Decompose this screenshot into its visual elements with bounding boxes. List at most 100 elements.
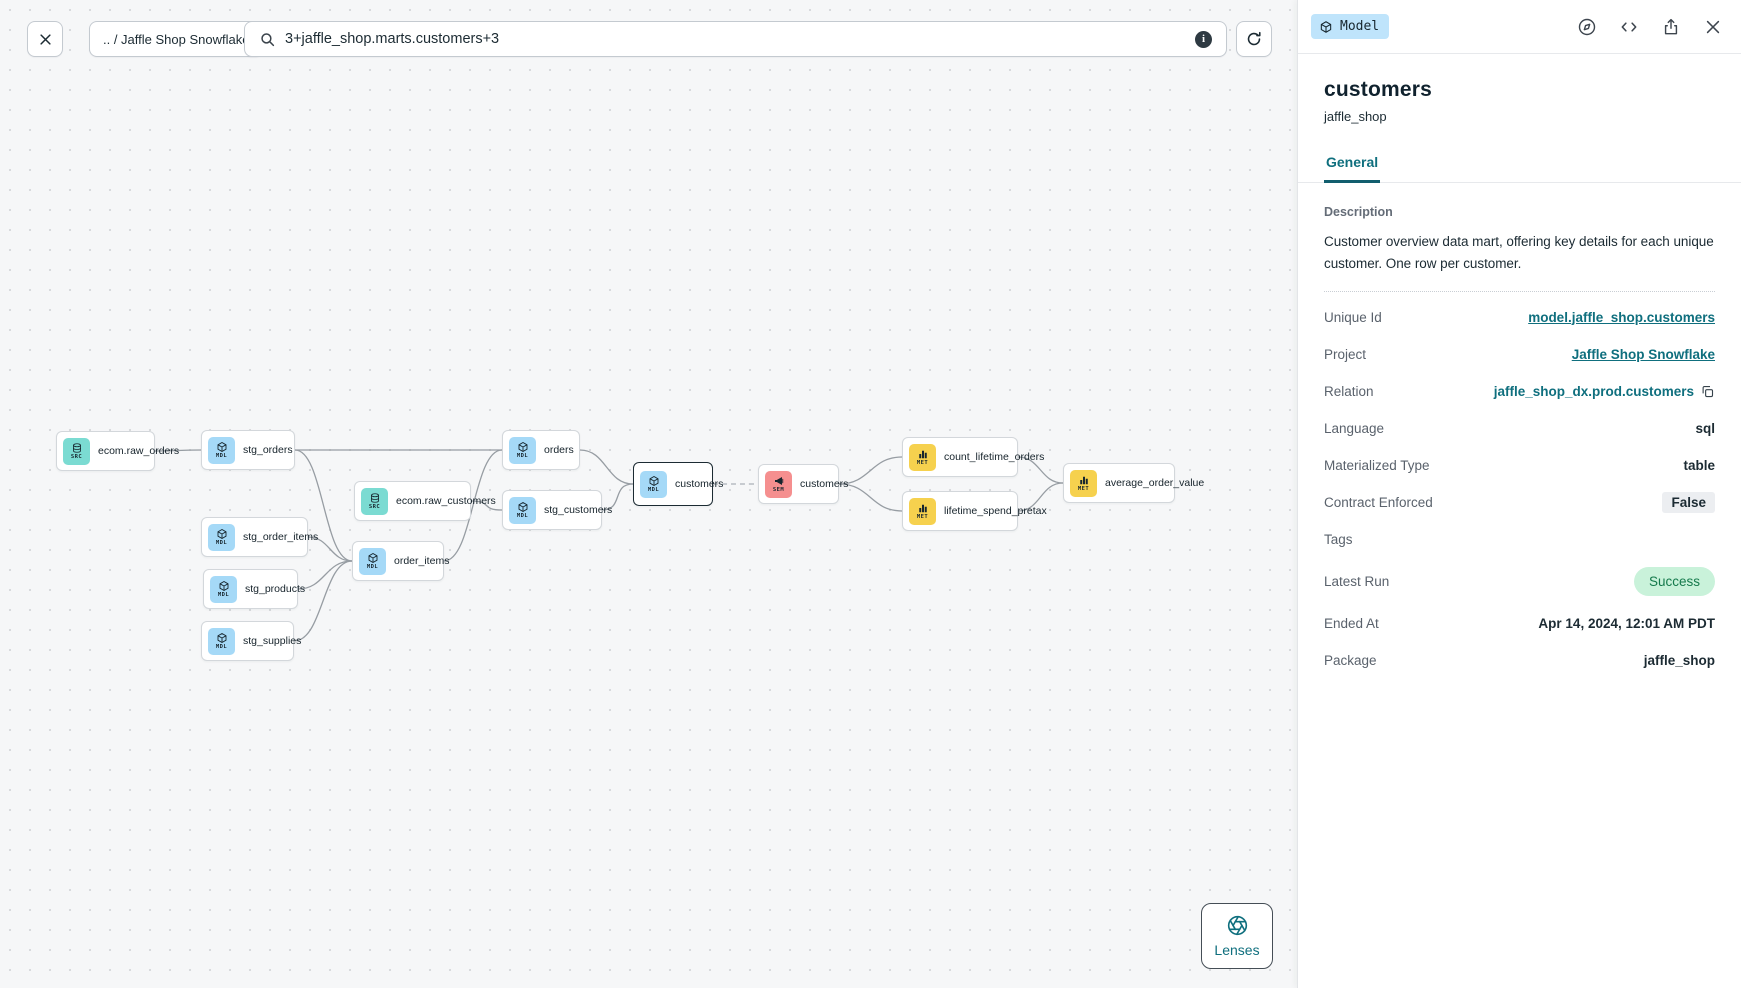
sem-node-icon: SEM — [765, 470, 792, 498]
dag-node-orders[interactable]: MDL orders — [502, 430, 580, 470]
resource-type-label: Model — [1340, 19, 1380, 34]
row-value-relation: jaffle_shop_dx.prod.customers — [1494, 384, 1715, 399]
met-node-icon: MET — [909, 497, 936, 525]
mdl-node-icon: MDL — [208, 436, 235, 464]
row-value-link[interactable]: model.jaffle_shop.customers — [1528, 309, 1715, 325]
row-label: Ended At — [1324, 615, 1379, 631]
row-value: table — [1683, 457, 1715, 473]
node-label: stg_supplies — [243, 635, 302, 647]
detail-row: Materialized Type table — [1324, 447, 1715, 484]
detail-row: Latest Run Success — [1324, 558, 1715, 605]
lineage-edges — [154, 449, 1064, 642]
panel-body: Description Customer overview data mart,… — [1298, 183, 1741, 679]
node-label: ecom.raw_orders — [98, 445, 180, 457]
dag-node-stg-orders[interactable]: MDL stg_orders — [201, 430, 295, 470]
src-node-icon: SRC — [361, 487, 388, 515]
node-label: customers — [800, 478, 849, 490]
lenses-label: Lenses — [1214, 942, 1260, 958]
met-node-icon: MET — [909, 443, 936, 471]
node-label: orders — [544, 444, 574, 456]
copy-icon[interactable] — [1700, 384, 1715, 399]
panel-tabs: General — [1298, 154, 1741, 183]
row-label: Latest Run — [1324, 573, 1390, 589]
share-button[interactable] — [1660, 16, 1681, 37]
detail-row: Tags — [1324, 521, 1715, 558]
description-text: Customer overview data mart, offering ke… — [1324, 234, 1714, 272]
close-icon — [1706, 20, 1719, 33]
dag-node-stg-supplies[interactable]: MDL stg_supplies — [201, 621, 301, 661]
mdl-node-icon: MDL — [210, 575, 237, 603]
node-label: stg_customers — [544, 504, 613, 516]
description-label: Description — [1324, 205, 1393, 219]
close-panel-button[interactable] — [1702, 16, 1723, 37]
breadcrumb-label: .. / Jaffle Shop Snowflake — [103, 31, 250, 47]
dag-node-ecom-raw-orders[interactable]: SRC ecom.raw_orders — [56, 431, 179, 471]
code-icon — [1621, 21, 1636, 32]
view-code-button[interactable] — [1618, 16, 1639, 37]
dag-node-lifetime-spend-pretax[interactable]: MET lifetime_spend_pretax — [902, 491, 1047, 531]
dag-node-stg-order-items[interactable]: MDL stg_order_items — [201, 517, 318, 557]
dag-node-count-lifetime-orders[interactable]: MET count_lifetime_orders — [902, 437, 1044, 477]
dag-node-ecom-raw-customers[interactable]: SRC ecom.raw_customers — [354, 481, 496, 521]
detail-row: Relation jaffle_shop_dx.prod.customers — [1324, 373, 1715, 410]
close-lineage-button[interactable] — [27, 21, 63, 57]
title-block: customers jaffle_shop — [1298, 54, 1741, 124]
aperture-icon — [1227, 915, 1247, 936]
resource-type-badge: Model — [1311, 14, 1390, 39]
row-value-badge: False — [1662, 491, 1715, 513]
status-badge: Success — [1633, 566, 1715, 596]
model-cube-icon — [1320, 20, 1332, 33]
refresh-button[interactable] — [1236, 21, 1272, 57]
search-input[interactable] — [285, 31, 1186, 47]
row-label: Language — [1324, 420, 1385, 436]
row-value-link[interactable]: Jaffle Shop Snowflake — [1571, 346, 1715, 362]
details-panel: Model customers jaffle_shop General Desc… — [1297, 0, 1741, 988]
node-label: stg_products — [245, 583, 306, 595]
detail-row: Project Jaffle Shop Snowflake — [1324, 336, 1715, 373]
node-label: stg_orders — [243, 444, 293, 456]
mdl-node-icon: MDL — [640, 470, 667, 498]
explore-button[interactable] — [1576, 16, 1597, 37]
mdl-node-icon: MDL — [509, 436, 536, 464]
row-label: Project — [1324, 346, 1367, 362]
node-label: customers — [675, 478, 724, 490]
mdl-node-icon: MDL — [208, 523, 235, 551]
relation-text: jaffle_shop_dx.prod.customers — [1493, 383, 1694, 399]
node-label: count_lifetime_orders — [944, 451, 1045, 463]
panel-header: Model — [1298, 0, 1741, 54]
detail-row: Language sql — [1324, 410, 1715, 447]
node-label: stg_order_items — [243, 531, 319, 543]
tab-general[interactable]: General — [1324, 154, 1381, 183]
mdl-node-icon: MDL — [509, 496, 536, 524]
lenses-button[interactable]: Lenses — [1201, 903, 1273, 969]
breadcrumb[interactable]: .. / Jaffle Shop Snowflake — [89, 21, 264, 57]
row-label: Relation — [1324, 383, 1374, 399]
share-icon — [1664, 18, 1677, 34]
page-title: customers — [1324, 78, 1433, 101]
row-value: sql — [1695, 420, 1715, 436]
info-icon[interactable]: i — [1195, 30, 1212, 48]
row-label: Materialized Type — [1324, 457, 1430, 473]
search-icon — [261, 32, 275, 46]
node-label: ecom.raw_customers — [396, 495, 496, 507]
src-node-icon: SRC — [63, 437, 90, 465]
dag-node-customers[interactable]: SEM customers — [758, 464, 848, 504]
dag-node-stg-customers[interactable]: MDL stg_customers — [502, 490, 612, 530]
node-label: lifetime_spend_pretax — [944, 505, 1047, 517]
node-label: order_items — [394, 555, 450, 567]
dag-node-stg-products[interactable]: MDL stg_products — [203, 569, 305, 609]
row-label: Package — [1324, 652, 1377, 668]
mdl-node-icon: MDL — [208, 627, 235, 655]
dag-node-customers[interactable]: MDL customers — [633, 462, 723, 506]
close-icon — [39, 33, 51, 45]
compass-icon — [1578, 18, 1595, 35]
met-node-icon: MET — [1070, 469, 1097, 497]
row-label: Tags — [1324, 531, 1353, 547]
